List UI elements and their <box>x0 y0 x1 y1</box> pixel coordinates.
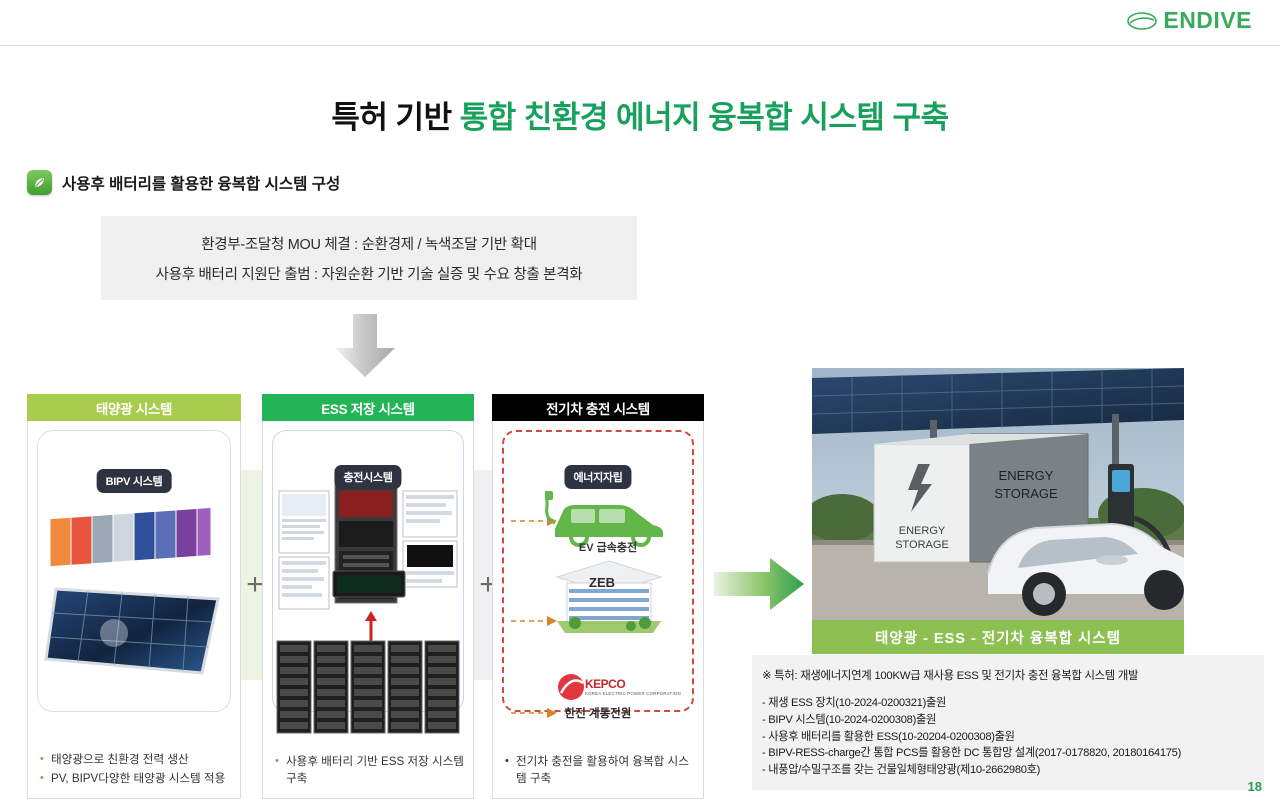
zeb-building-icon <box>555 560 663 633</box>
title-black: 특허 기반 <box>331 100 460 135</box>
panel-solar[interactable]: 태양광 시스템 BIPV 시스템 <box>27 394 241 799</box>
section-heading-label: 사용후 배터리를 활용한 융복합 시스템 구성 <box>62 175 341 193</box>
solar-panel-icon <box>44 587 220 675</box>
right-arrow-icon <box>714 556 806 617</box>
list-item: PV, BIPV다양한 태양광 시스템 적용 <box>40 771 232 788</box>
panel-ev-body: 에너지자립 EV 급속충전 <box>492 421 704 799</box>
panel-solar-bullets: 태양광으로 친환경 전력 생산 PV, BIPV다양한 태양광 시스템 적용 <box>40 752 232 790</box>
leaf-icon <box>1127 11 1158 30</box>
top-header-bar: ENDIVE <box>0 0 1280 46</box>
panel-ess-bullets: 사용후 배터리 기반 ESS 저장 시스템 구축 <box>275 754 465 790</box>
page-number: 18 <box>1247 779 1262 794</box>
kepco-logo-icon <box>558 674 584 700</box>
chip-energy-independence: 에너지자립 <box>564 465 632 489</box>
kepco-subtext: KOREA ELECTRIC POWER CORPORATION <box>585 691 681 696</box>
patent-line: - 사용후 배터리를 활용한 ESS(10-20204-0200308)출원 <box>762 730 1015 743</box>
brand-name: ENDIVE <box>1163 7 1252 33</box>
info-box: 환경부-조달청 MOU 체결 : 순환경제 / 녹색조달 기반 확대 사용후 배… <box>101 216 637 300</box>
bipv-strip-icon <box>49 506 212 568</box>
panel-ess-body: 충전시스템 <box>262 421 474 799</box>
kepco-wordmark: KEPCO <box>585 677 626 691</box>
patent-line: - BIPV 시스템(10-2024-0200308)출원 <box>762 713 936 726</box>
info-line-1: 환경부-조달청 MOU 체결 : 순환경제 / 녹색조달 기반 확대 <box>201 236 537 253</box>
panel-ess-header: ESS 저장 시스템 <box>262 394 474 421</box>
svg-text:ENERGY: ENERGY <box>899 525 946 537</box>
patent-info-box: ※ 특허: 재생에너지연계 100KW급 재사용 ESS 및 전기차 충전 융복… <box>752 655 1264 790</box>
section-heading: 사용후 배터리를 활용한 융복합 시스템 구성 <box>27 170 340 195</box>
svg-text:STORAGE: STORAGE <box>895 539 949 551</box>
ev-car-icon <box>545 491 663 547</box>
panel-solar-body: BIPV 시스템 <box>27 421 241 799</box>
panel-ev-header: 전기차 충전 시스템 <box>492 394 704 421</box>
list-item: 전기차 충전을 활용하여 융복합 시스템 구축 <box>505 754 695 788</box>
panel-ess[interactable]: ESS 저장 시스템 충전시스템 <box>262 394 474 799</box>
zeb-label: ZEB <box>589 575 615 590</box>
info-line-2: 사용후 배터리 지원단 출범 : 자원순환 기반 기술 실증 및 수요 창출 본… <box>155 266 583 283</box>
patent-title: ※ 특허: 재생에너지연계 100KW급 재사용 ESS 및 전기차 충전 융복… <box>762 670 1139 682</box>
title-green: 통합 친환경 에너지 융복합 시스템 구축 <box>459 100 949 135</box>
ess-schematic-icon <box>278 484 458 610</box>
photo-caption: 태양광 - ESS - 전기차 융복합 시스템 <box>812 620 1184 654</box>
grid-power-label: 한전 계통전원 <box>564 708 632 720</box>
panel-solar-header: 태양광 시스템 <box>27 394 241 421</box>
panel-ev-bullets: 전기차 충전을 활용하여 융복합 시스템 구축 <box>505 754 695 790</box>
panel-ev-charging[interactable]: 전기차 충전 시스템 에너지자립 EV 급속충전 <box>492 394 704 799</box>
patent-line: - 내풍압/수밀구조를 갖는 건물일체형태양광(제10-2662980호) <box>762 764 1041 777</box>
patent-line: - BIPV-RESS-charge간 통합 PCS를 활용한 DC 통합망 설… <box>762 747 1182 760</box>
patent-line: - 재생 ESS 장치(10-2024-0200321)출원 <box>762 697 946 709</box>
panel-solar-frame <box>37 430 231 712</box>
down-arrow-icon <box>332 314 398 383</box>
chip-bipv: BIPV 시스템 <box>96 469 172 493</box>
page-title: 특허 기반 통합 친환경 에너지 융복합 시스템 구축 <box>0 92 1280 137</box>
svg-text:STORAGE: STORAGE <box>994 486 1058 501</box>
ev-charging-label: EV 급속충전 <box>578 542 638 554</box>
svg-text:ENERGY: ENERGY <box>999 468 1054 483</box>
battery-rack-icon <box>276 640 460 734</box>
list-item: 사용후 배터리 기반 ESS 저장 시스템 구축 <box>275 754 465 788</box>
pcs-monitor-icon <box>332 570 406 598</box>
brand-logo: ENDIVE <box>1127 9 1252 32</box>
chip-charging-system: 충전시스템 <box>334 465 402 489</box>
plus-connector-1: + <box>246 568 264 601</box>
leaf-icon <box>27 170 52 195</box>
panel-ev-frame <box>502 430 694 712</box>
list-item: 태양광으로 친환경 전력 생산 <box>40 752 232 769</box>
up-arrow-icon <box>365 611 377 643</box>
solar-carport-photo: ENERGY STORAGE ENERGY STORAGE <box>812 368 1184 620</box>
